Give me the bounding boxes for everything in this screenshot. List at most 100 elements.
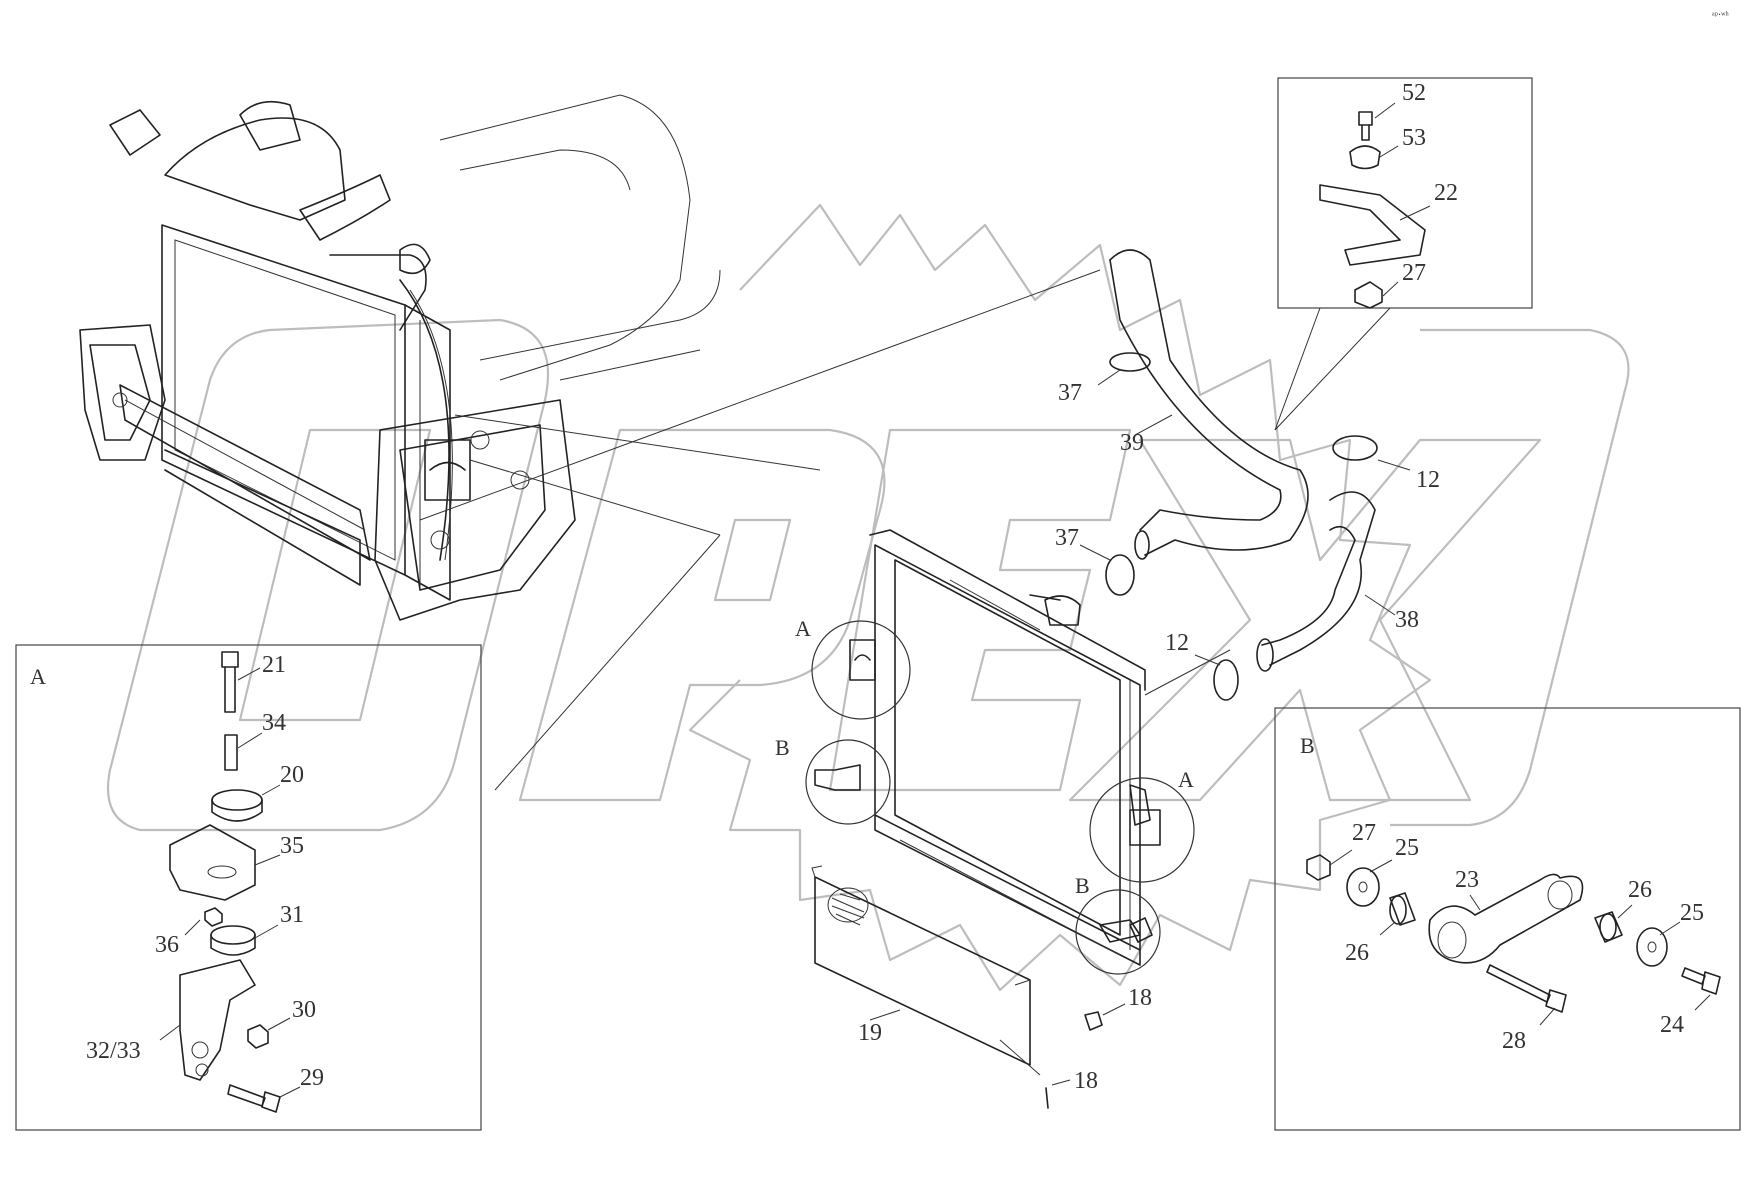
marker-A-right: A <box>1178 767 1194 792</box>
callout-30: 30 <box>292 997 316 1023</box>
hose-38 <box>1256 491 1376 672</box>
leader-25b <box>1659 921 1681 936</box>
leader-30 <box>267 1017 291 1031</box>
leader-34 <box>237 732 263 749</box>
screw-18b <box>1045 1087 1049 1109</box>
mounts-on-frame <box>814 639 1161 943</box>
leader-12a <box>1377 459 1411 471</box>
callout-26b: 26 <box>1628 877 1652 903</box>
callout-18a: 18 <box>1128 985 1152 1011</box>
mount-stack-A <box>169 651 281 1113</box>
leader-19 <box>869 1009 901 1021</box>
leader-27b <box>1329 849 1353 866</box>
leader-25a <box>1369 859 1393 873</box>
leader-38 <box>1364 594 1396 616</box>
callout-22: 22 <box>1434 180 1458 206</box>
radiator-frame <box>869 529 1153 966</box>
callout-31: 31 <box>280 902 304 928</box>
marker-A-left: A <box>795 616 811 641</box>
callout-19: 19 <box>858 1020 882 1046</box>
leader-52 <box>1374 102 1396 119</box>
leader-3233 <box>159 1024 181 1041</box>
leader-20 <box>261 784 281 796</box>
callout-36: 36 <box>155 932 179 958</box>
leader-assembly-down <box>494 534 721 791</box>
leader-12b <box>1194 654 1221 666</box>
leader-37b <box>1079 544 1111 561</box>
callout-25a: 25 <box>1395 835 1419 861</box>
leader-24 <box>1694 994 1711 1011</box>
leader-26a <box>1379 921 1396 936</box>
engine-radiator-assembly <box>79 94 721 621</box>
leader-27a <box>1382 281 1399 297</box>
leader-top-box <box>1274 307 1391 431</box>
callout-21: 21 <box>262 652 286 678</box>
callout-26a: 26 <box>1345 940 1369 966</box>
callout-27a: 27 <box>1402 260 1426 286</box>
leader-36 <box>184 919 201 936</box>
leader-assembly-low <box>469 459 721 536</box>
callout-28: 28 <box>1502 1028 1526 1054</box>
callout-27b: 27 <box>1352 820 1376 846</box>
watermark-opex <box>106 318 1630 832</box>
callout-20: 20 <box>280 762 304 788</box>
leader-28 <box>1539 1007 1556 1026</box>
leader-18b <box>1051 1079 1071 1086</box>
callout-29: 29 <box>300 1065 324 1091</box>
marker-B-right: B <box>1075 873 1090 898</box>
marker-B-left: B <box>775 735 790 760</box>
callout-18b: 18 <box>1074 1068 1098 1094</box>
detail-box-A-label: A <box>30 664 46 689</box>
detail-circle-A-right <box>1089 777 1195 883</box>
callout-23: 23 <box>1455 867 1479 893</box>
leader-21 <box>237 667 261 681</box>
leader-37a <box>1097 369 1121 386</box>
callout-38: 38 <box>1395 607 1419 633</box>
leader-39 <box>1134 414 1173 436</box>
corner-mark: ᵃᵖ·ʷʰ <box>1712 10 1729 21</box>
callout-24: 24 <box>1660 1012 1684 1038</box>
leader-29 <box>279 1086 301 1098</box>
leader-top-box-2 <box>1274 307 1321 431</box>
leader-35 <box>254 854 281 866</box>
leader-22 <box>1399 205 1431 221</box>
callout-12b: 12 <box>1165 630 1189 656</box>
callout-52: 52 <box>1402 80 1426 106</box>
leader-31 <box>254 924 279 939</box>
detail-circle-B-left <box>805 739 891 825</box>
clamp-12b <box>1213 659 1239 701</box>
callout-25b: 25 <box>1680 900 1704 926</box>
callout-12a: 12 <box>1416 467 1440 493</box>
leader-23 <box>1469 894 1481 911</box>
hose-39 <box>1109 249 1309 560</box>
guard-panel-19 <box>811 865 1031 1066</box>
callout-35: 35 <box>280 833 304 859</box>
bracket-detail <box>1319 111 1426 309</box>
callout-39: 39 <box>1120 430 1144 456</box>
link-assembly-B <box>1306 854 1721 1013</box>
watermark-gear <box>688 203 1432 992</box>
leader-26b <box>1617 904 1633 919</box>
clamp-37b <box>1105 554 1135 596</box>
leader-18a <box>1102 1003 1126 1016</box>
detail-circle-A-left <box>811 620 911 720</box>
detail-circle-B-right <box>1075 889 1161 975</box>
callout-34: 34 <box>262 710 286 736</box>
callout-37a: 37 <box>1058 380 1082 406</box>
detail-box-B <box>1274 707 1741 1131</box>
clamp-12a <box>1332 435 1378 461</box>
leader-panel-screw <box>999 1039 1041 1076</box>
detail-box-B-label: B <box>1300 733 1315 758</box>
callout-37b: 37 <box>1055 525 1079 551</box>
screw-18a <box>1084 1011 1103 1031</box>
callout-53: 53 <box>1402 125 1426 151</box>
leader-53 <box>1379 145 1399 158</box>
leader-assembly-mid <box>454 414 821 471</box>
detail-box-top <box>1277 77 1533 309</box>
leader-frame-12 <box>1144 649 1231 696</box>
leader-assembly-top <box>419 269 1101 521</box>
callout-3233: 32/33 <box>86 1038 141 1064</box>
detail-box-A <box>15 644 482 1131</box>
